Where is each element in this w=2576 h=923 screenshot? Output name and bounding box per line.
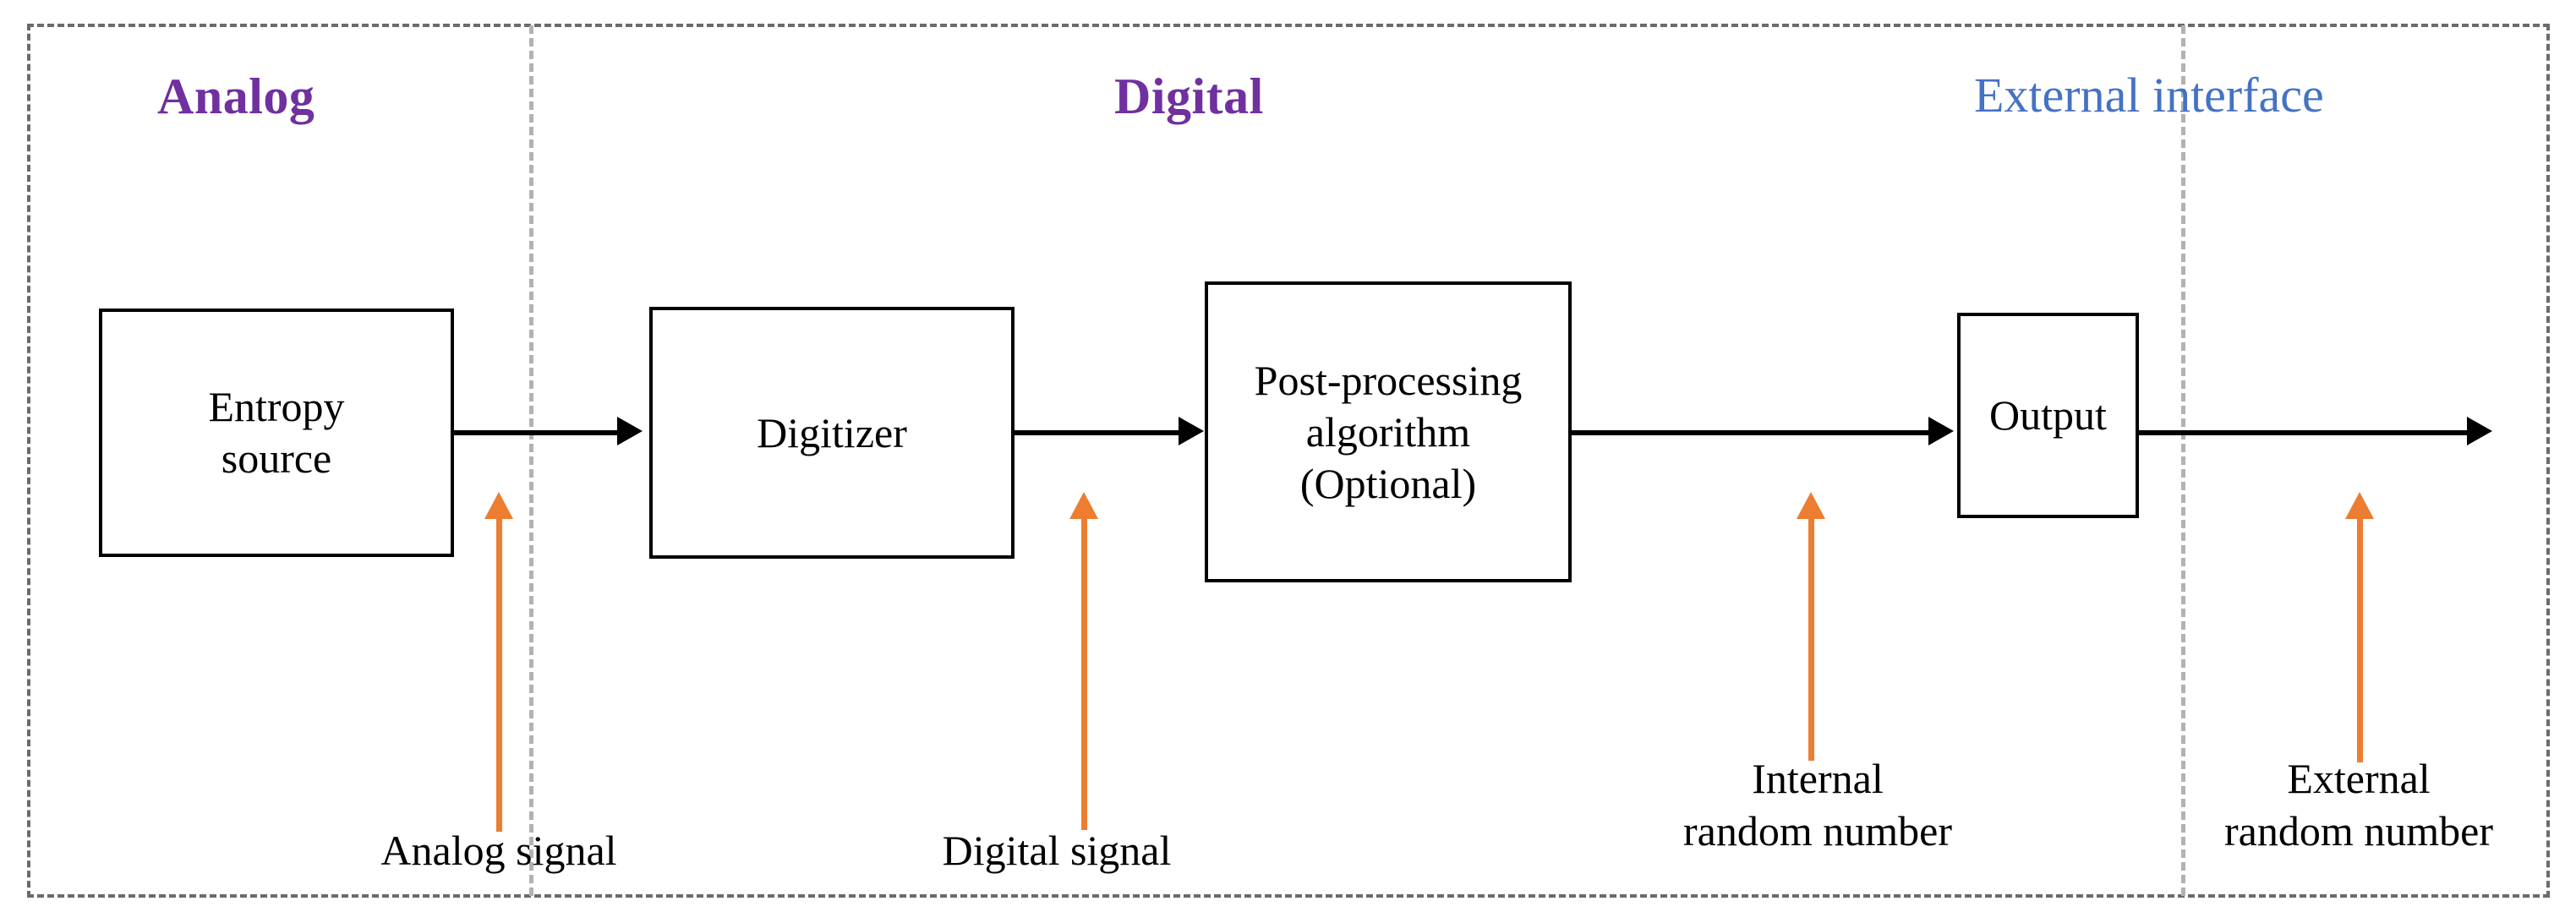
block-post-processing-label: Post-processing algorithm (Optional)	[1254, 356, 1523, 507]
flow-connector-postprocessing-to-output	[1572, 430, 1930, 435]
divider-internal-external	[2181, 25, 2185, 896]
divider-analog-digital	[529, 25, 533, 896]
arrow-up-shaft-digital-signal	[1081, 511, 1087, 830]
diagram-outer-frame	[27, 24, 2550, 898]
annotation-label-digital-signal: Digital signal	[942, 827, 1172, 874]
annotation-label-internal-random-number: Internal random number	[1683, 755, 1952, 855]
section-label-analog: Analog	[157, 68, 315, 124]
section-label-digital: Digital	[1114, 68, 1264, 124]
arrow-right-icon-flow-1	[617, 417, 643, 445]
section-label-external-interface: External interface	[1974, 68, 2324, 123]
block-digitizer: Digitizer	[649, 307, 1015, 559]
flow-connector-digitizer-to-postprocessing	[1015, 430, 1180, 435]
flow-connector-entropy-to-digitizer	[454, 430, 619, 435]
block-digitizer-label: Digitizer	[757, 408, 907, 456]
arrow-up-shaft-analog-signal	[496, 511, 502, 832]
arrow-up-shaft-external-random-number	[2357, 511, 2363, 762]
arrow-up-shaft-internal-random-number	[1808, 511, 1814, 761]
arrow-right-icon-flow-3	[1928, 417, 1954, 445]
arrow-right-icon-flow-2	[1179, 417, 1204, 445]
block-entropy-source-label: Entropy source	[208, 383, 345, 482]
annotation-label-external-random-number: External random number	[2224, 755, 2493, 855]
arrow-right-icon-flow-4	[2467, 417, 2492, 445]
block-post-processing: Post-processing algorithm (Optional)	[1205, 281, 1572, 582]
annotation-label-analog-signal: Analog signal	[380, 827, 617, 874]
block-output-label: Output	[1989, 391, 2107, 439]
block-output: Output	[1957, 313, 2139, 518]
flow-connector-output-to-external	[2139, 430, 2469, 435]
block-entropy-source: Entropy source	[99, 309, 454, 557]
